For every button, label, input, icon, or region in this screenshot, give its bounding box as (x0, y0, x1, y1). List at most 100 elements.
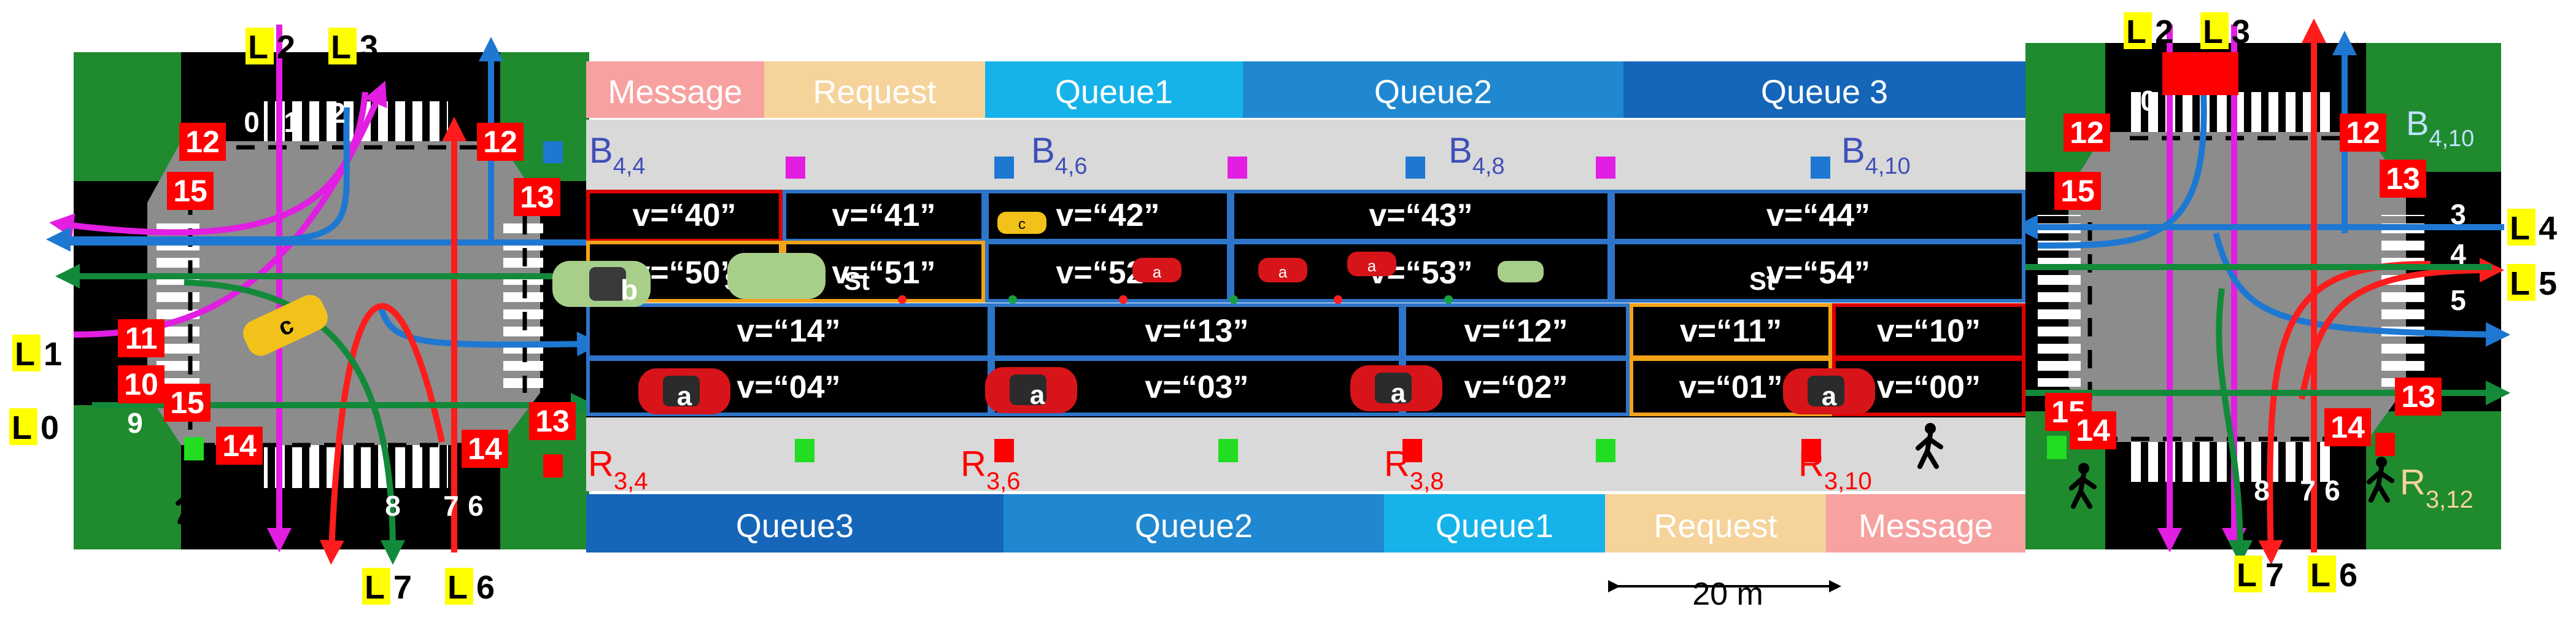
grass-corner (74, 405, 181, 549)
arrow-green (2216, 288, 2253, 565)
tab-top (586, 61, 764, 118)
signal-number: 13 (2401, 379, 2435, 414)
signal-number: 12 (185, 125, 220, 159)
car-a: a (638, 368, 730, 414)
left-intersection (46, 25, 601, 565)
junction-box (147, 141, 540, 445)
tab-bottom (1384, 494, 1605, 552)
scale-label: 20 m (1692, 576, 1763, 612)
road-cell-label: v=“43” (1369, 198, 1472, 233)
signal-badge (118, 365, 164, 403)
st-label: St (1749, 266, 1775, 295)
bus-stop-marker (786, 157, 805, 179)
lane-tag-bg (2234, 556, 2262, 592)
svg-text:b: b (621, 274, 638, 306)
svg-text:5: 5 (2450, 284, 2466, 316)
tab-top (764, 61, 985, 118)
road-cell-label: v=“11” (1680, 314, 1782, 349)
rsu-marker (543, 454, 563, 478)
pedestrian-icon (2069, 463, 2097, 509)
signal-badge (179, 123, 226, 161)
road-cell-label: v=“01” (1679, 370, 1782, 405)
signal-number: 12 (483, 125, 517, 159)
road-cell-label: v=“42” (1056, 198, 1159, 233)
tab-top (1623, 61, 2025, 118)
signal-badge (167, 172, 214, 210)
lane-tag-bg (328, 28, 357, 64)
rsu-marker (795, 439, 814, 462)
rsu-marker (1218, 439, 1238, 462)
tab-top-label: Queue1 (1055, 74, 1173, 110)
svg-text:0: 0 (2140, 85, 2156, 117)
bus-stop-marker (1596, 157, 1615, 179)
road-cell-label: v=“40” (632, 198, 736, 233)
bus-stop-label: B4,6 (1031, 131, 1088, 179)
svg-text:7: 7 (2300, 475, 2316, 506)
road-cell-label: v=“02” (1464, 370, 1568, 405)
lane-tag-label: L 5 (2510, 265, 2557, 302)
signal-badge (514, 178, 560, 216)
right-intersection (1921, 18, 2510, 565)
signal-number: 14 (2076, 413, 2110, 448)
rsu-marker (1402, 439, 1422, 462)
sidewalk-top (586, 120, 2025, 190)
rsu-marker (1596, 439, 1615, 462)
signal-badge (529, 402, 576, 440)
signal-badge (118, 319, 164, 357)
crosswalk (264, 445, 448, 488)
signal-number: 10 (124, 367, 158, 401)
road-cell-label: v=“54” (1766, 255, 1870, 291)
bus-stop-marker (1811, 157, 1830, 179)
bus-stop-label: B4,10 (1841, 131, 1911, 179)
lane-tag-label: L 0 (12, 409, 59, 446)
road-cell-label: v=“12” (1464, 314, 1568, 349)
sidewalk-bottom (586, 417, 2025, 491)
car-a: a (1783, 368, 1875, 414)
grass-corner (2366, 411, 2501, 549)
car-a-small: a (1347, 252, 1396, 276)
lane-tag-bg (2507, 209, 2535, 246)
rsu-label: R3,10 (1798, 444, 1872, 495)
svg-text:6: 6 (2324, 475, 2340, 506)
lane-tag-bg (9, 408, 37, 445)
signal-lamp (2199, 52, 2238, 95)
rsu-label: R3,4 (588, 444, 648, 495)
svg-text:a: a (1030, 380, 1045, 410)
tab-top-label: Request (813, 74, 936, 110)
signal-badge (477, 123, 524, 161)
lane-tag-label: L 6 (2310, 557, 2357, 594)
vehicles: a a a a a a a (243, 212, 1875, 414)
svg-text:6: 6 (468, 490, 484, 522)
tab-bottom-label: Queue3 (736, 508, 854, 545)
bus-stop-label: B4,4 (589, 131, 646, 179)
bus-stop-label: B4,10 (2406, 104, 2474, 152)
signal-number: 15 (170, 386, 204, 420)
signal-lamp (2162, 52, 2202, 95)
signal-number: 15 (2060, 174, 2095, 208)
rsu-label: R3,12 (2400, 462, 2474, 513)
svg-text:c: c (1018, 216, 1026, 233)
tab-top (985, 61, 1243, 118)
arrow-blue (46, 107, 350, 252)
road-cell-label: v=“04” (737, 370, 840, 405)
lane-tag-bg (2124, 12, 2152, 49)
lane-tag-bg (2507, 264, 2535, 301)
lane-tag-label: L 6 (447, 569, 495, 606)
svg-text:4: 4 (2450, 238, 2466, 270)
signal-badge (2070, 411, 2116, 449)
road-cell-label: v=“10” (1877, 314, 1981, 349)
signal-number: 14 (2330, 410, 2365, 444)
lane-tag-bg (12, 335, 41, 371)
svg-text:a: a (1278, 263, 1288, 281)
road-cell-label: v=“13” (1145, 314, 1248, 349)
signal-number: 13 (520, 180, 554, 214)
pedestrian-icon (2367, 457, 2394, 503)
signal-badge (2395, 378, 2442, 416)
road-cell (1611, 241, 2025, 303)
rsu-marker (2375, 433, 2395, 456)
lane-tag-label: L 7 (2237, 557, 2284, 594)
svg-text:a: a (1822, 381, 1837, 411)
tab-bottom-label: Message (1859, 508, 1993, 545)
